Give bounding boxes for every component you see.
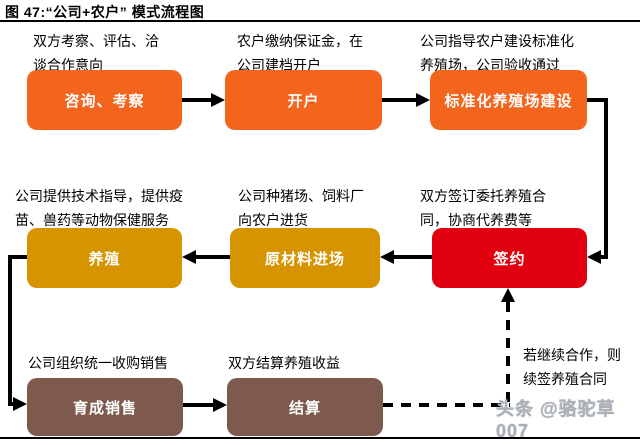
note-consult: 双方考察、评估、洽 谈合作意向: [33, 33, 159, 73]
arrow-account-to-construction: [382, 98, 416, 102]
step-box-settlement: 结算: [227, 378, 383, 436]
step-box-breeding: 养殖: [27, 228, 182, 288]
step-label: 结算: [288, 399, 321, 417]
step-label: 原材料进场: [264, 250, 345, 268]
elbow-breeding-to-sale: [8, 255, 27, 259]
step-label: 咨询、考察: [64, 92, 145, 110]
step-label: 养殖: [88, 250, 121, 268]
note-settlement: 双方结算养殖收益: [228, 355, 340, 371]
elbow-construction-to-sign: [599, 255, 608, 259]
step-box-open-account: 开户: [225, 70, 382, 130]
arrowhead-right-icon: [213, 398, 227, 412]
note-grow-sale: 公司组织统一收购销售: [28, 355, 168, 371]
elbow-construction-to-sign: [604, 98, 608, 259]
step-box-sign-contract: 签约: [432, 228, 587, 288]
elbow-breeding-to-sale: [8, 402, 14, 406]
arrowhead-left-icon: [380, 250, 394, 264]
figure-title: 图 47:“公司+农户” 模式流程图: [5, 4, 205, 20]
arrowhead-left-icon: [587, 250, 601, 264]
note-materials-entry: 公司种猪场、饲料厂 向农户进货: [238, 188, 364, 228]
bottom-rule: [0, 437, 640, 439]
elbow-breeding-to-sale: [8, 255, 12, 406]
step-label: 开户: [287, 92, 320, 110]
step-label: 签约: [493, 250, 526, 268]
arrowhead-left-icon: [182, 250, 196, 264]
step-label: 育成销售: [72, 399, 137, 417]
elbow-construction-to-sign: [587, 98, 608, 102]
arrowhead-right-icon: [211, 93, 225, 107]
note-breeding: 公司提供技术指导，提供疫 苗、兽药等动物保健服务: [15, 188, 183, 228]
step-box-grow-sale: 育成销售: [27, 378, 183, 436]
note-sign-contract: 双方签订委托养殖合 同，协商代养费等: [420, 188, 546, 228]
step-box-materials-entry: 原材料进场: [230, 228, 380, 288]
note-open-account: 农户缴纳保证金，在 公司建档开户: [237, 33, 363, 73]
arrowhead-right-icon: [416, 93, 430, 107]
step-label: 标准化养殖场建设: [444, 92, 573, 110]
step-box-consult: 咨询、考察: [27, 70, 182, 130]
step-box-farm-construction: 标准化养殖场建设: [430, 70, 587, 130]
watermark: 头条 @骆驼草007: [496, 399, 616, 441]
title-rule: [0, 20, 640, 22]
arrow-consult-to-account: [182, 98, 211, 102]
note-renew-contract: 若继续合作，则 续签养殖合同: [523, 347, 621, 387]
arrowhead-up-icon: [501, 288, 515, 302]
arrow-materials-to-breeding: [196, 255, 230, 259]
arrowhead-right-icon: [13, 397, 27, 411]
dashed-feedback-line: [383, 403, 510, 407]
note-farm-construction: 公司指导农户建设标准化 养殖场，公司验收通过: [420, 33, 574, 73]
arrow-sign-to-materials: [394, 255, 432, 259]
arrow-sale-to-settlement: [183, 403, 213, 407]
dashed-feedback-line: [506, 302, 510, 405]
